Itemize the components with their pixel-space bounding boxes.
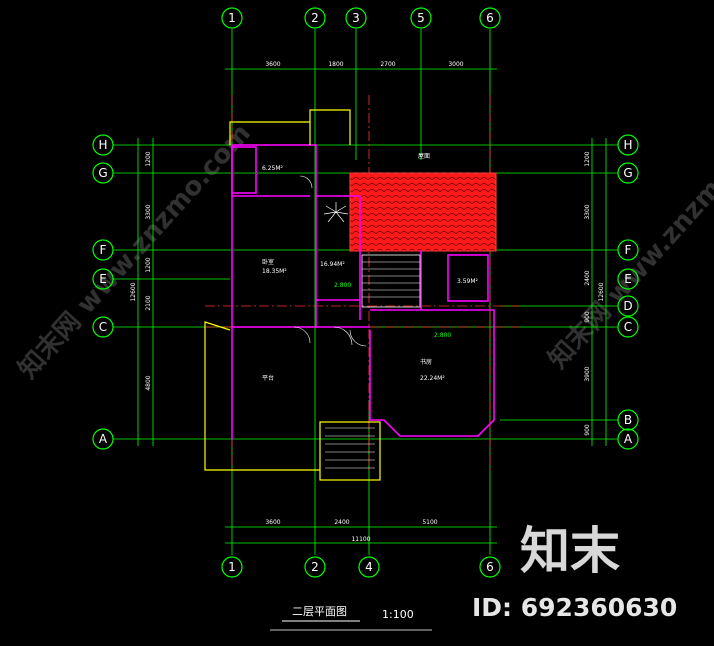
terrace-name: 平台 [262, 374, 274, 382]
dim-left-total: 12600 [130, 282, 137, 301]
level-marks: 2.800 2.800 [334, 282, 451, 339]
bath-right-area: 3.59M² [457, 278, 479, 285]
bath-top-area: 6.25M² [262, 165, 284, 172]
dimension-texts-right: 1200 3300 2400 900 3900 900 12600 [584, 151, 605, 436]
study-name: 书房 [420, 358, 432, 366]
study-area: 22.24M² [420, 375, 445, 382]
level-study: 2.800 [434, 332, 451, 339]
bedroom-name: 卧室 [262, 258, 274, 266]
horizontal-grid-lines [113, 144, 618, 440]
dim-right: 900 [584, 311, 591, 323]
grid-label-left: A [99, 432, 108, 446]
grid-label-top: 2 [311, 11, 319, 25]
grid-bubbles-top: 1 2 3 5 6 [221, 7, 501, 29]
dim-right: 3300 [584, 204, 591, 219]
dim-left: 3300 [145, 204, 152, 219]
grid-label-top: 3 [352, 11, 360, 25]
balcony-outlines [204, 109, 381, 481]
dim-bottom: 2400 [334, 519, 349, 526]
watermark-id: ID: 692360630 [472, 593, 677, 622]
grid-label-top: 6 [486, 11, 494, 25]
dimension-texts-left: 1200 3300 1200 2100 4800 12600 [130, 151, 152, 390]
stair-area: 16.94M² [320, 261, 345, 268]
grid-label-left: F [100, 243, 107, 257]
dim-bottom: 5100 [422, 519, 437, 526]
grid-label-bottom: 6 [486, 560, 494, 574]
dim-top: 3600 [265, 61, 280, 68]
grid-label-left: C [99, 320, 107, 334]
grid-bubbles-right: H G F E D C B A [617, 134, 639, 450]
dim-left: 1200 [145, 151, 152, 166]
grid-label-right: D [623, 299, 632, 313]
grid-label-right: A [624, 432, 633, 446]
grid-label-right: E [624, 272, 632, 286]
room-labels: 6.25M² 卧室 18.35M² 16.94M² 3.59M² 平台 书房 2… [262, 153, 479, 382]
grid-label-left: E [99, 272, 107, 286]
grid-label-left: G [98, 166, 107, 180]
stairs [361, 254, 421, 308]
walls [231, 144, 495, 440]
grid-label-right: H [623, 138, 632, 152]
grid-label-left: H [98, 138, 107, 152]
level-stair: 2.800 [334, 282, 351, 289]
dim-bottom: 3600 [265, 519, 280, 526]
grid-label-right: G [623, 166, 632, 180]
door-swings [293, 175, 367, 347]
dim-right-total: 12600 [598, 282, 605, 301]
bedroom-area: 18.35M² [262, 268, 287, 275]
dimension-texts-top: 3600 1800 2700 3000 [265, 61, 463, 68]
dim-left: 1200 [145, 257, 152, 272]
grid-label-top: 1 [228, 11, 236, 25]
grid-label-bottom: 2 [311, 560, 319, 574]
dim-right: 900 [584, 424, 591, 436]
dim-bottom-total: 11100 [351, 536, 370, 543]
dimension-lines [137, 68, 607, 544]
dim-right: 3900 [584, 366, 591, 381]
watermark-diagonal-left: 知末网 www.znzmo.com [13, 118, 257, 384]
drawing-scale: 1:100 [382, 608, 414, 621]
grid-bubbles-left: H G F E C A [92, 134, 114, 450]
dim-right: 2400 [584, 270, 591, 285]
grid-label-right: B [624, 413, 632, 427]
grid-label-right: F [625, 243, 632, 257]
vertical-grid-lines [231, 29, 491, 555]
roof-label: 屋面 [418, 153, 430, 160]
plant-symbol-icon [323, 202, 349, 223]
roof-tiles [349, 172, 497, 252]
drawing-title: 二层平面图 [292, 605, 347, 618]
dim-top: 1800 [328, 61, 343, 68]
dim-right: 1200 [584, 151, 591, 166]
dim-top: 3000 [448, 61, 463, 68]
dimension-texts-bottom: 3600 2400 5100 11100 [265, 519, 437, 543]
grid-label-top: 5 [417, 11, 425, 25]
grid-bubbles-bottom: 1 2 4 6 [221, 556, 501, 578]
grid-label-right: C [624, 320, 632, 334]
grid-label-bottom: 1 [228, 560, 236, 574]
grid-label-bottom: 4 [365, 560, 373, 574]
dim-left: 4800 [145, 375, 152, 390]
dim-top: 2700 [380, 61, 395, 68]
watermark-brand: 知末 [520, 522, 620, 580]
dim-left: 2100 [145, 295, 152, 310]
